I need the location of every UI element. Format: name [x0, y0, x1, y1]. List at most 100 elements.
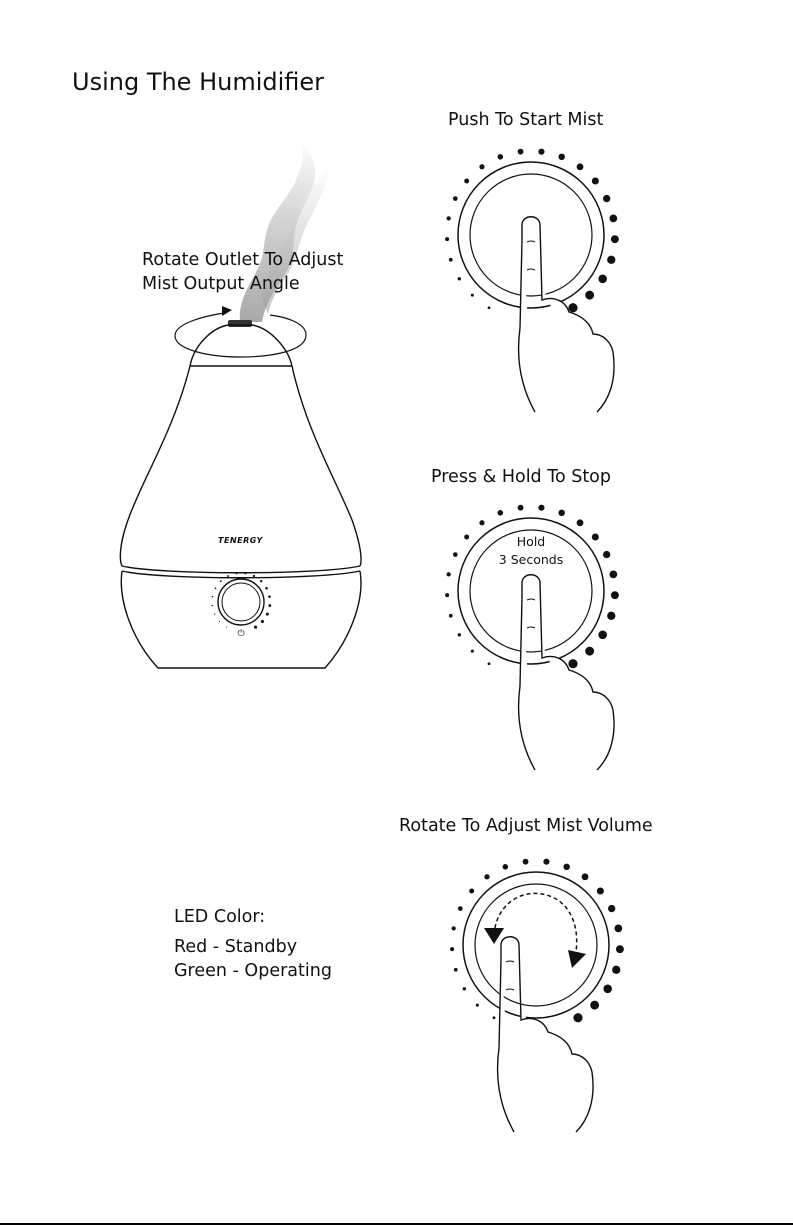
level-dot — [538, 149, 544, 155]
mist-outlet — [228, 320, 252, 327]
humidifier-body — [120, 325, 361, 668]
level-dot — [543, 859, 549, 865]
level-dot — [609, 571, 617, 579]
level-dot — [592, 533, 599, 540]
base-level-dot — [268, 595, 271, 598]
level-dot — [458, 633, 461, 636]
level-dot — [538, 505, 544, 511]
level-dot — [450, 947, 454, 951]
base-level-dot — [254, 626, 257, 629]
brand-logo: TENERGY — [218, 536, 263, 545]
level-dot — [616, 945, 624, 953]
level-dot — [607, 256, 615, 264]
level-dot — [503, 864, 509, 870]
level-dot — [518, 149, 524, 155]
level-dot — [577, 163, 584, 170]
level-dot — [582, 873, 589, 880]
level-dot — [518, 505, 524, 511]
level-dot — [590, 1001, 599, 1010]
level-dot — [447, 572, 451, 576]
base-level-dot — [268, 604, 271, 607]
level-dot — [563, 864, 569, 870]
finger-icon — [519, 575, 615, 770]
hold-label: Hold — [471, 534, 591, 549]
level-dot — [458, 277, 461, 280]
hold-duration-label: 3 Seconds — [471, 552, 591, 567]
level-dot — [597, 887, 604, 894]
level-dot — [603, 551, 610, 558]
level-dot — [454, 968, 458, 972]
base-level-dot — [227, 575, 229, 577]
outlet-caption-line-2: Mist Output Angle — [142, 272, 343, 296]
level-dot — [612, 966, 620, 974]
step-caption-start: Push To Start Mist — [448, 110, 603, 130]
svg-text:⏻: ⏻ — [237, 628, 244, 639]
level-dot — [568, 303, 577, 312]
level-dot — [449, 614, 453, 618]
base-level-dot — [214, 613, 215, 614]
level-dot — [614, 925, 622, 933]
base-level-dot — [260, 580, 262, 582]
level-dot — [585, 647, 594, 656]
rotate-knob-icon — [450, 859, 624, 1132]
base-level-dot — [261, 620, 264, 623]
level-dot — [449, 258, 453, 262]
level-dot — [445, 593, 449, 597]
level-dot — [608, 905, 615, 912]
level-dot — [469, 889, 474, 894]
level-dot — [453, 552, 458, 557]
base-level-dot — [219, 621, 220, 622]
level-dot — [493, 1016, 496, 1019]
level-dot — [453, 196, 458, 201]
finger-icon — [498, 937, 594, 1132]
level-dot — [464, 535, 469, 540]
level-dot — [471, 650, 474, 653]
level-dot — [488, 662, 491, 665]
level-dot — [577, 519, 584, 526]
level-dot — [573, 1013, 582, 1022]
level-dot — [445, 237, 449, 241]
level-dot — [498, 154, 504, 160]
level-dot — [488, 306, 491, 309]
outlet-caption: Rotate Outlet To Adjust Mist Output Angl… — [142, 248, 343, 296]
base-level-dot — [244, 572, 246, 574]
base-level-dot — [266, 613, 269, 616]
level-dot — [463, 987, 466, 990]
level-dot — [603, 985, 612, 994]
level-dot — [471, 294, 474, 297]
step-caption-rotate: Rotate To Adjust Mist Volume — [399, 816, 653, 836]
level-dot — [498, 510, 504, 516]
level-dot — [479, 520, 484, 525]
level-dot — [609, 215, 617, 223]
level-dot — [458, 906, 463, 911]
step-caption-stop: Press & Hold To Stop — [431, 467, 611, 487]
base-level-dot — [215, 587, 217, 589]
led-legend: LED Color: Red - Standby Green - Operati… — [174, 905, 332, 983]
level-dot — [484, 874, 489, 879]
led-red-standby: Red - Standby — [174, 935, 332, 959]
level-dot — [476, 1004, 479, 1007]
level-dot — [607, 612, 615, 620]
outlet-caption-line-1: Rotate Outlet To Adjust — [142, 248, 343, 272]
base-level-dot — [212, 605, 213, 606]
level-dot — [558, 154, 564, 160]
level-dot — [447, 216, 451, 220]
base-level-dot — [236, 572, 238, 574]
finger-icon — [519, 217, 615, 412]
level-dot — [523, 859, 529, 865]
level-dot — [598, 631, 607, 640]
level-dot — [585, 291, 594, 300]
level-dot — [558, 510, 564, 516]
level-dot — [598, 275, 607, 284]
level-dot — [603, 195, 610, 202]
level-dot — [452, 926, 456, 930]
base-level-dot — [253, 575, 255, 577]
base-level-dot — [226, 627, 227, 628]
base-level-dot — [220, 580, 222, 582]
led-green-operating: Green - Operating — [174, 959, 332, 983]
level-dot — [611, 235, 619, 243]
level-dot — [479, 164, 484, 169]
level-dot — [592, 177, 599, 184]
level-dot — [464, 179, 469, 184]
